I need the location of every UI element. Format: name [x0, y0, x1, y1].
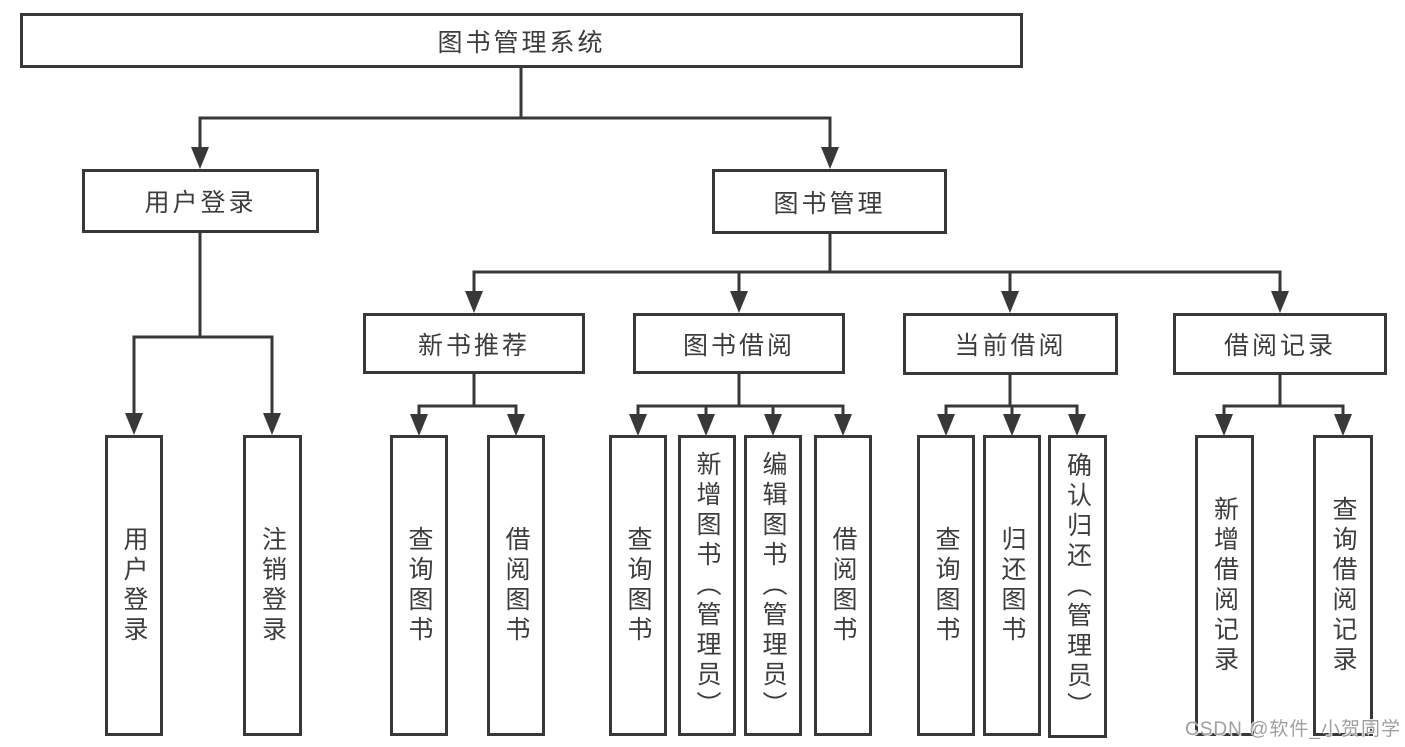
- leaf-borrowing-add-books-admin: 新增图书（管理员）: [678, 435, 736, 736]
- node-current-borrowing: 当前借阅: [903, 313, 1118, 375]
- leaf-logout-login: 注销登录: [243, 435, 302, 736]
- leaf-borrowing-borrow-books: 借阅图书: [814, 435, 872, 736]
- leaf-current-confirm-return-admin: 确认归还（管理员）: [1048, 435, 1107, 738]
- leaf-newrec-query-books: 查询图书: [390, 435, 448, 736]
- csdn-watermark: CSDN @软件_小贺同学: [1185, 719, 1401, 740]
- leaf-records-query-borrow-record: 查询借阅记录: [1313, 435, 1373, 736]
- leaf-current-query-books: 查询图书: [917, 435, 975, 736]
- leaf-user-login: 用户登录: [105, 435, 163, 736]
- node-root-system: 图书管理系统: [20, 13, 1023, 68]
- arrowheads: [125, 147, 1352, 436]
- leaf-borrowing-edit-books-admin: 编辑图书（管理员）: [744, 435, 802, 736]
- node-user-login-branch: 用户登录: [82, 169, 319, 233]
- leaf-newrec-borrow-books: 借阅图书: [487, 435, 545, 736]
- leaf-borrowing-query-books: 查询图书: [609, 435, 667, 736]
- node-book-management: 图书管理: [712, 169, 947, 234]
- leaf-current-return-books: 归还图书: [983, 435, 1041, 736]
- node-new-book-recommend: 新书推荐: [363, 313, 585, 374]
- node-book-borrowing: 图书借阅: [633, 313, 845, 374]
- node-borrow-records: 借阅记录: [1173, 313, 1387, 375]
- leaf-records-add-borrow-record: 新增借阅记录: [1195, 435, 1254, 736]
